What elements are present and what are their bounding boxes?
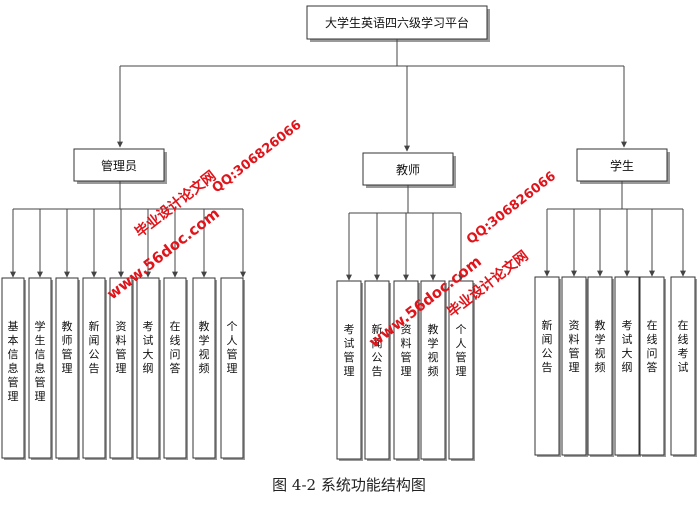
leaf-label: 资料管理 [569, 319, 580, 374]
root-node: 大学生英语四六级学习平台 [306, 5, 490, 42]
leaf-node-admin: 基本信息管理 [1, 277, 26, 460]
leaf-node-student: 在线问答 [639, 276, 666, 457]
leaf-label: 新闻公告 [542, 318, 553, 374]
leaf-label: 考试管理 [344, 323, 355, 378]
leaf-node-student: 资料管理 [561, 276, 588, 457]
student-connectors [544, 181, 686, 277]
leaf-label: 教师管理 [62, 320, 73, 375]
leaf-node-admin: 教学视频 [192, 277, 217, 460]
leaf-label: 个人管理 [456, 323, 467, 378]
figure-caption: 图 4-2 系统功能结构图 [272, 476, 426, 494]
root-label: 大学生英语四六级学习平台 [325, 15, 469, 30]
leaf-node-admin: 学生信息管理 [28, 277, 53, 460]
leaf-label: 在线问答 [647, 319, 658, 374]
group-label-admin: 管理员 [101, 158, 137, 173]
leaf-node-admin: 教师管理 [55, 277, 80, 460]
leaf-label: 在线考试 [678, 319, 689, 374]
leaf-label: 资料管理 [401, 323, 412, 378]
leaf-node-admin: 个人管理 [220, 277, 245, 460]
leaf-label: 新闻公告 [89, 319, 100, 375]
group-node-student: 学生 [576, 148, 670, 184]
leaf-label: 个人管理 [227, 320, 238, 375]
leaf-nodes: 基本信息管理 学生信息管理 教师管理 新闻公告 资料管理 考试大纲 在线问答 教学视频 个人管理… [1, 276, 697, 461]
leaf-node-student: 考试大纲 [614, 276, 641, 457]
leaf-label: 教学视频 [595, 319, 606, 374]
group-node-admin: 管理员 [73, 148, 167, 184]
leaf-node-teacher: 个人管理 [448, 280, 475, 461]
leaf-label: 考试大纲 [622, 319, 633, 374]
leaf-node-admin: 新闻公告 [82, 277, 107, 460]
group-label-student: 学生 [610, 158, 634, 173]
leaf-node-teacher: 资料管理 [393, 280, 420, 461]
leaf-label: 新闻公告 [372, 322, 383, 378]
leaf-label: 在线问答 [170, 320, 181, 375]
leaf-label: 教学视频 [199, 320, 210, 375]
watermark-qq: QQ:306826066 [464, 169, 559, 248]
leaf-node-teacher: 教学视频 [420, 280, 447, 461]
leaf-node-admin: 在线问答 [163, 277, 188, 460]
leaf-node-student: 新闻公告 [534, 276, 561, 457]
leaf-label: 教学视频 [428, 323, 439, 378]
leaf-node-teacher: 考试管理 [336, 280, 363, 461]
watermark-left: www.56doc.com 毕业设计论文网 QQ:306826066 [103, 118, 305, 304]
leaf-node-student: 教学视频 [587, 276, 614, 457]
group-node-teacher: 教师 [362, 152, 456, 188]
leaf-label: 基本信息管理 [8, 320, 19, 403]
leaf-label: 资料管理 [116, 320, 127, 375]
leaf-label: 考试大纲 [143, 320, 154, 375]
leaf-node-admin: 考试大纲 [136, 277, 161, 460]
leaf-label: 学生信息管理 [35, 319, 46, 403]
watermark-qq: QQ:306826066 [210, 118, 305, 197]
leaf-node-student: 在线考试 [670, 276, 697, 457]
root-connectors [117, 39, 627, 152]
group-label-teacher: 教师 [396, 162, 420, 177]
teacher-connectors [346, 185, 464, 281]
leaf-node-admin: 资料管理 [109, 277, 134, 460]
admin-connectors [10, 181, 246, 278]
leaf-node-teacher: 新闻公告 [364, 280, 391, 461]
